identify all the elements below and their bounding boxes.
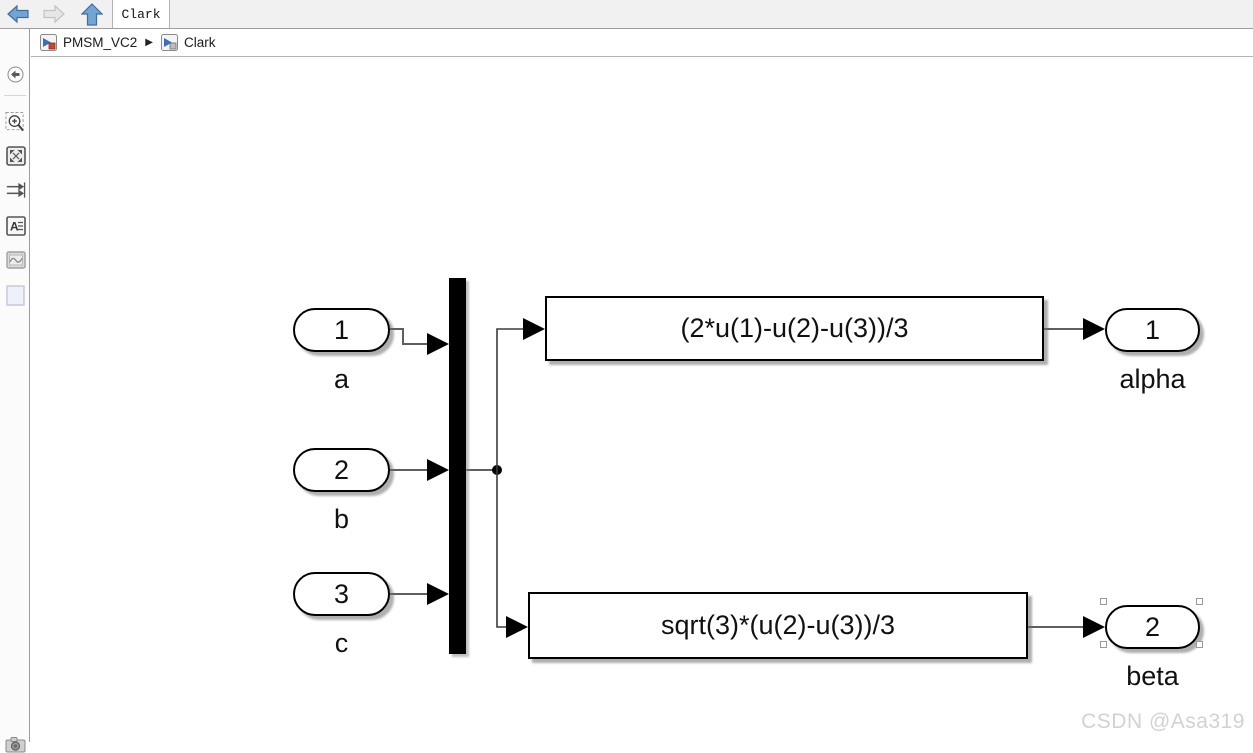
back-button[interactable] xyxy=(6,3,30,25)
up-arrow-icon xyxy=(81,2,103,26)
highlight-square-button[interactable] xyxy=(5,285,26,306)
hide-explorer-button[interactable] xyxy=(5,66,26,83)
wire-a-arrowhead xyxy=(427,333,449,355)
breadcrumb-item-clark[interactable]: Clark xyxy=(183,35,216,50)
fcn-block-beta[interactable]: sqrt(3)*(u(2)-u(3))/3 xyxy=(528,592,1028,659)
forward-button[interactable] xyxy=(42,3,66,25)
sidebar-divider xyxy=(4,95,26,96)
viewmark-icon xyxy=(5,251,26,269)
simulink-subsystem-icon xyxy=(160,34,178,51)
wire-alpha-arrowhead xyxy=(1083,318,1105,340)
inport-c-label[interactable]: c xyxy=(334,628,349,658)
csdn-watermark: CSDN @Asa319 xyxy=(1081,710,1245,733)
wire-branch-to-fcn2[interactable] xyxy=(496,470,507,628)
outport-beta-number: 2 xyxy=(1144,611,1161,642)
breadcrumb-item-pmsm-vc2[interactable]: PMSM_VC2 xyxy=(63,35,138,50)
wire-fcn2-arrowhead xyxy=(506,616,528,638)
inport-b-label[interactable]: b xyxy=(333,504,350,534)
inport-b-number: 2 xyxy=(333,454,350,485)
hide-explorer-icon xyxy=(7,66,24,83)
outport-alpha-label[interactable]: alpha xyxy=(1119,364,1186,394)
tab-bar: Clark xyxy=(0,0,1253,29)
inport-a-number: 1 xyxy=(333,314,350,345)
viewmark-button[interactable] xyxy=(5,250,26,270)
compare-arrows-icon xyxy=(6,182,26,198)
up-to-parent-button[interactable] xyxy=(80,2,104,26)
back-arrow-icon xyxy=(7,4,29,24)
mux-block[interactable] xyxy=(449,278,466,654)
zoom-region-icon xyxy=(5,112,24,132)
tab-clark[interactable]: Clark xyxy=(112,0,170,28)
fit-to-view-button[interactable] xyxy=(5,146,26,166)
wire-b-arrowhead xyxy=(427,459,449,481)
selection-handle-bottom-right[interactable] xyxy=(1196,641,1203,648)
fit-to-view-icon xyxy=(5,146,26,166)
annotation-button[interactable]: A xyxy=(5,216,26,236)
inport-block-a[interactable]: 1 xyxy=(293,308,390,352)
highlight-square-icon xyxy=(6,285,25,306)
wire-fcn1-arrowhead xyxy=(523,318,545,340)
selection-handle-top-left[interactable] xyxy=(1100,598,1107,605)
outport-alpha-number: 1 xyxy=(1144,314,1161,345)
inport-a-label[interactable]: a xyxy=(333,364,350,394)
breadcrumb-separator: ▶ xyxy=(145,37,153,48)
wire-beta-arrowhead xyxy=(1083,616,1105,638)
compare-arrows-button[interactable] xyxy=(5,180,26,200)
inport-block-c[interactable]: 3 xyxy=(293,572,390,616)
selection-handle-top-right[interactable] xyxy=(1196,598,1203,605)
breadcrumb: PMSM_VC2 ▶ Clark xyxy=(31,29,1253,57)
simulink-model-icon xyxy=(40,34,57,51)
wire-c-arrowhead xyxy=(427,583,449,605)
selection-handle-bottom-left[interactable] xyxy=(1100,641,1107,648)
fcn-block-alpha[interactable]: (2*u(1)-u(2)-u(3))/3 xyxy=(545,296,1044,361)
outport-beta-label[interactable]: beta xyxy=(1126,661,1179,691)
outport-block-alpha[interactable]: 1 xyxy=(1105,308,1200,352)
tab-label: Clark xyxy=(121,6,161,22)
outport-block-beta[interactable]: 2 xyxy=(1105,605,1200,649)
inport-block-b[interactable]: 2 xyxy=(293,448,390,492)
wire-branch-to-fcn1[interactable] xyxy=(496,328,524,470)
editor-palette-sidebar: A xyxy=(0,29,30,753)
fcn-alpha-expression: (2*u(1)-u(2)-u(3))/3 xyxy=(680,313,909,343)
forward-arrow-icon xyxy=(43,4,65,24)
fcn-beta-expression: sqrt(3)*(u(2)-u(3))/3 xyxy=(660,610,896,640)
svg-text:A: A xyxy=(10,220,19,234)
zoom-region-button[interactable] xyxy=(5,111,26,135)
annotation-icon: A xyxy=(5,216,26,236)
wire-a-to-mux[interactable] xyxy=(390,328,428,345)
inport-c-number: 3 xyxy=(333,578,350,609)
